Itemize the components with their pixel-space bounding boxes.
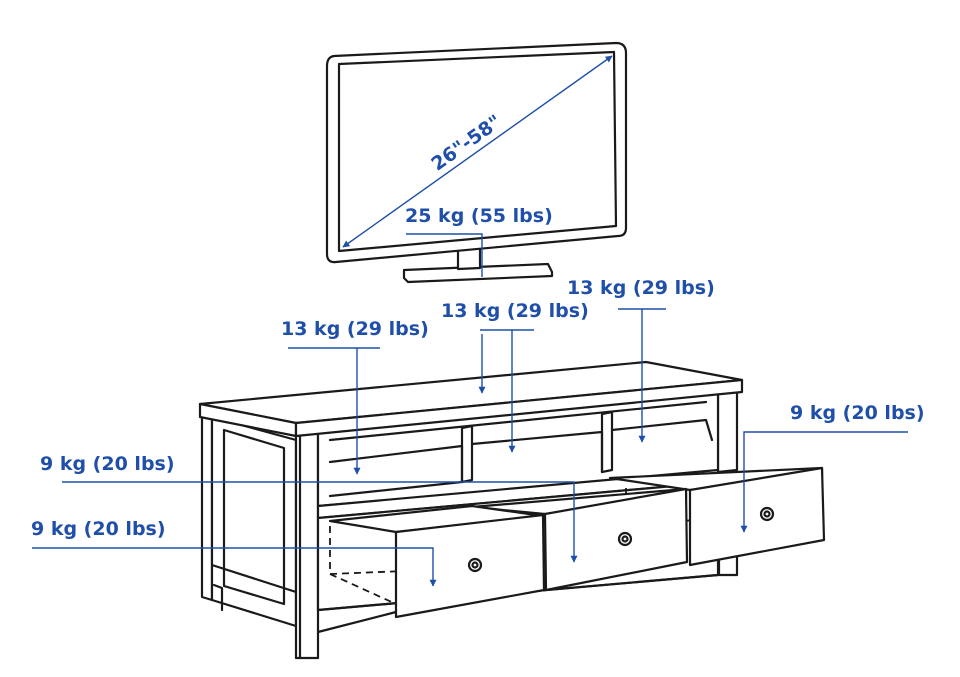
right-shelf-load-label: 13 kg (29 lbs) [567, 277, 715, 299]
left-shelf-load-label: 13 kg (29 lbs) [281, 318, 429, 340]
drawer-left-knob [467, 557, 483, 573]
drawer-left [328, 504, 546, 619]
tv-load-label: 25 kg (55 lbs) [405, 205, 553, 227]
drawer-right-front [688, 466, 826, 567]
annotation-lines [32, 55, 908, 587]
center-drawer-load-arrow [62, 481, 578, 563]
bench-front-right-post [716, 380, 739, 474]
screen-diagonal-arrow [342, 55, 613, 248]
drawer-right-knob [759, 506, 775, 522]
left-drawer-load-arrow [32, 547, 437, 587]
bench-left-side [200, 412, 214, 602]
drawer-center-knob [617, 531, 633, 547]
right-drawer-load-label: 9 kg (20 lbs) [790, 402, 925, 424]
shelf-center [470, 430, 604, 474]
top-center-load-label: 13 kg (29 lbs) [441, 300, 589, 322]
shelf-divider-right [600, 410, 614, 474]
tv-load-leader [406, 233, 483, 277]
right-drawer-load-arrow [740, 431, 908, 533]
center-drawer-load-label: 9 kg (20 lbs) [40, 453, 175, 475]
shelf-divider-left [460, 424, 474, 484]
television [325, 41, 628, 284]
shelf-left [328, 444, 464, 498]
shelf-right [610, 418, 714, 442]
drawer-center-front [543, 487, 689, 592]
tv-stand-base [402, 262, 554, 284]
left-drawer-load-label: 9 kg (20 lbs) [31, 518, 166, 540]
